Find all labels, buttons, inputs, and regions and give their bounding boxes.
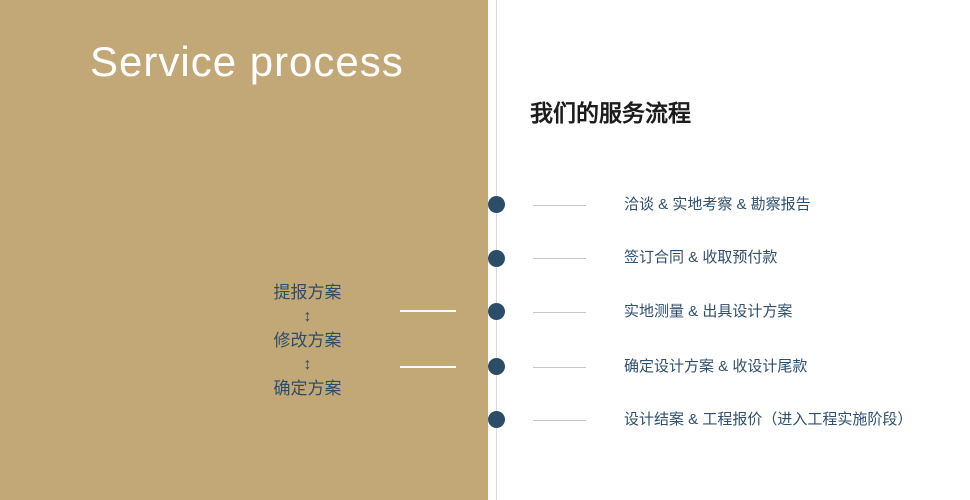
connector-line bbox=[400, 366, 456, 368]
timeline-dot bbox=[488, 303, 505, 320]
left-gold-panel: Service process 提报方案 ↕ 修改方案 ↕ 确定方案 bbox=[0, 0, 488, 500]
plan-step-1: 提报方案 bbox=[273, 283, 342, 302]
tick-line bbox=[533, 312, 586, 313]
up-down-arrow-icon: ↕ bbox=[303, 356, 312, 373]
section-heading: 我们的服务流程 bbox=[530, 100, 691, 126]
up-down-arrow-icon: ↕ bbox=[303, 308, 312, 325]
tick-line bbox=[533, 205, 586, 206]
timeline-dot bbox=[488, 358, 505, 375]
tick-line bbox=[533, 367, 586, 368]
timeline-dot bbox=[488, 411, 505, 428]
timeline-step-label: 洽谈 & 实地考察 & 勘察报告 bbox=[624, 196, 811, 213]
tick-line bbox=[533, 420, 586, 421]
timeline-dot bbox=[488, 250, 505, 267]
timeline-step-label: 确定设计方案 & 收设计尾款 bbox=[624, 358, 808, 375]
timeline-step-label: 签订合同 & 收取预付款 bbox=[624, 249, 778, 266]
timeline-dot bbox=[488, 196, 505, 213]
timeline-step-label: 设计结案 & 工程报价（进入工程实施阶段） bbox=[624, 411, 913, 428]
plan-step-2: 修改方案 bbox=[273, 331, 342, 350]
page-title: Service process bbox=[90, 38, 404, 85]
timeline-step-label: 实地测量 & 出具设计方案 bbox=[624, 303, 793, 320]
tick-line bbox=[533, 258, 586, 259]
plan-cycle: 提报方案 ↕ 修改方案 ↕ 确定方案 bbox=[250, 282, 365, 400]
plan-step-3: 确定方案 bbox=[273, 379, 342, 398]
connector-line bbox=[400, 310, 456, 312]
